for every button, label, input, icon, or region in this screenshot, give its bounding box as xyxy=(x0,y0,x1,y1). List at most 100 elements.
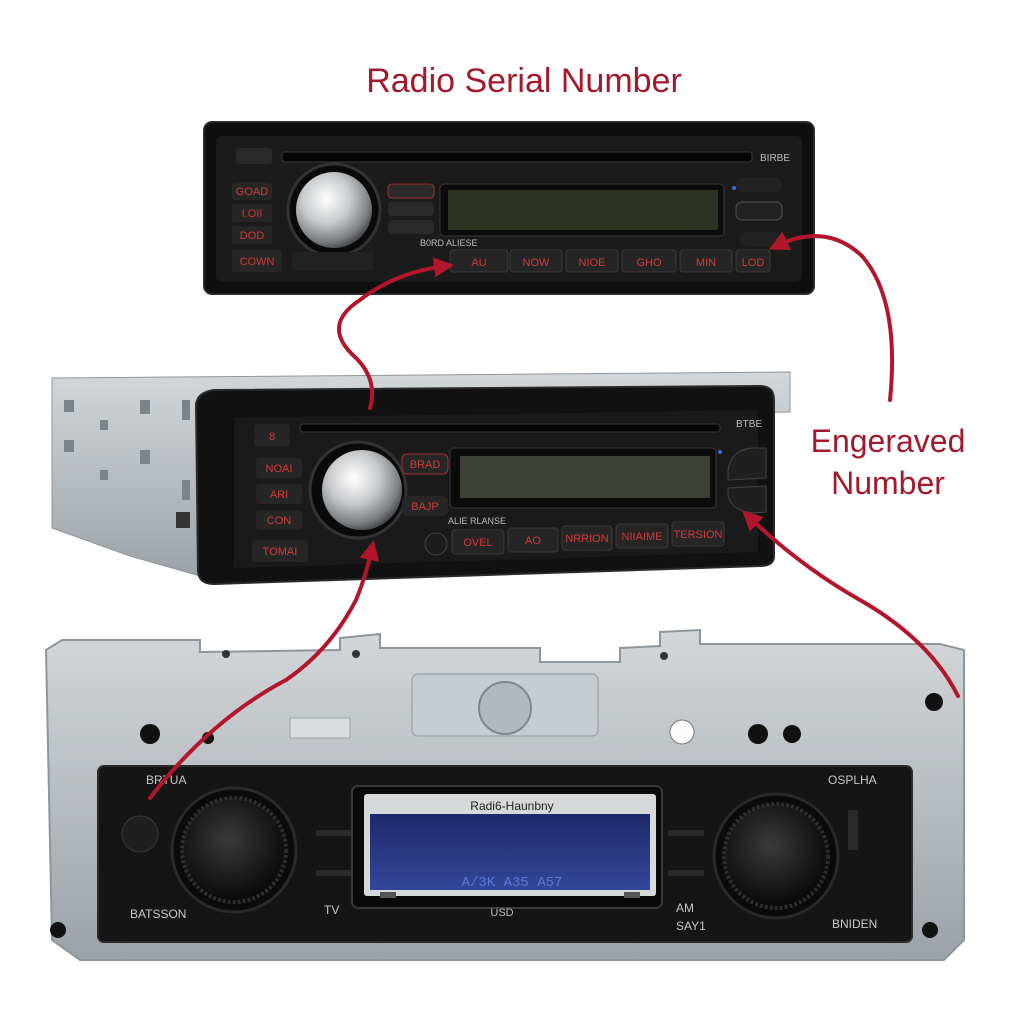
eject-button[interactable] xyxy=(236,148,272,164)
top-left-button-label: DOD xyxy=(240,230,265,242)
top-bottom-button-label: GHO xyxy=(636,257,662,269)
top-bottom-button[interactable] xyxy=(565,249,619,273)
middle-radio-unit: BTBE 8 NOAI ARI CON TOMAI BRAD BAJP ALIE… xyxy=(51,371,791,586)
middle-left-button[interactable] xyxy=(256,510,302,530)
middle-badge: BTBE xyxy=(736,419,762,430)
center-logo: USD xyxy=(490,907,513,919)
bottom-right-slot xyxy=(848,810,858,850)
indicator-light xyxy=(732,186,736,190)
arrow-to-top-right xyxy=(768,231,895,402)
middle-bottom-button-label: NIIAIME xyxy=(622,531,663,543)
top-right-button[interactable] xyxy=(740,232,780,246)
top-radio-unit: BIRBE GOAD I.OII DOD COWN B0RD ALIESE xyxy=(203,121,815,295)
middle-round-button[interactable] xyxy=(424,532,448,556)
bottom-top-right-text: OSPLHA xyxy=(828,773,877,787)
top-preset-strip[interactable] xyxy=(292,252,374,270)
chassis-holes xyxy=(64,400,190,528)
middle-side-button[interactable] xyxy=(401,453,449,475)
middle-bottom-buttons: OVEL AO NRRION NIIAIME TERSION xyxy=(451,521,725,555)
middle-left-button-label: TOMAI xyxy=(263,546,298,558)
bottom-small-button[interactable] xyxy=(316,830,352,836)
top-bottom-button-label: NIOE xyxy=(579,257,606,269)
chassis-slot xyxy=(289,717,351,739)
middle-top-button[interactable] xyxy=(254,424,290,446)
right-knob[interactable] xyxy=(722,802,830,910)
top-small-button[interactable] xyxy=(388,202,434,216)
cd-slot xyxy=(299,423,721,433)
bottom-small-left-text: TV xyxy=(324,903,339,917)
middle-side-button-label: BRAD xyxy=(410,459,441,471)
volume-knob[interactable] xyxy=(322,450,402,530)
bottom-small-button[interactable] xyxy=(316,870,352,876)
bottom-small-button[interactable] xyxy=(668,870,704,876)
arrow-to-middle-right xyxy=(742,510,960,698)
top-left-button[interactable] xyxy=(232,204,272,222)
display-tick xyxy=(380,892,396,898)
bottom-display-title: Radi6-Haunbny xyxy=(470,799,553,813)
middle-bottom-button-label: AO xyxy=(525,535,541,547)
top-left-button-label: I.OII xyxy=(242,208,263,220)
top-small-button[interactable] xyxy=(387,183,435,199)
bottom-small-right-bottom-text: SAY1 xyxy=(676,919,706,933)
cd-slot xyxy=(281,151,753,163)
middle-bottom-button-label: OVEL xyxy=(463,537,492,549)
middle-left-button-label: NOAI xyxy=(266,463,293,475)
top-left-button[interactable] xyxy=(232,182,272,200)
annotation-arrows xyxy=(148,231,960,800)
top-display-caption: B0RD ALIESE xyxy=(420,238,478,248)
top-bottom-button[interactable] xyxy=(679,249,733,273)
bottom-lcd-display xyxy=(370,814,650,890)
top-left-buttons: GOAD I.OII DOD COWN xyxy=(232,182,282,272)
middle-bottom-button[interactable] xyxy=(615,523,669,549)
middle-left-button[interactable] xyxy=(256,458,302,478)
bottom-bottom-right-text: BNIDEN xyxy=(832,917,877,931)
top-badge: BIRBE xyxy=(760,153,790,164)
middle-left-button[interactable] xyxy=(252,540,308,562)
display-tick xyxy=(624,892,640,898)
middle-right-button[interactable] xyxy=(727,447,767,481)
top-bottom-button-label: AU xyxy=(471,257,486,269)
middle-bottom-button-label: NRRION xyxy=(565,533,608,545)
mounting-hole xyxy=(478,681,532,735)
bottom-radio-unit: BRTUA OSPLHA BATSSON BNIDEN TV AM SAY1 R… xyxy=(44,628,965,961)
top-small-button[interactable] xyxy=(388,220,434,234)
top-bottom-button[interactable] xyxy=(735,249,771,273)
top-left-button[interactable] xyxy=(232,226,272,244)
top-bottom-button[interactable] xyxy=(621,249,677,273)
middle-display-caption: ALIE RLANSE xyxy=(448,516,506,526)
top-right-button[interactable] xyxy=(736,178,782,192)
left-knob[interactable] xyxy=(180,796,288,904)
middle-side-button[interactable] xyxy=(402,496,448,516)
top-bottom-button-label: LOD xyxy=(742,257,765,269)
top-lcd-display xyxy=(448,190,718,230)
middle-side-button-label: BAJP xyxy=(411,501,439,513)
top-bottom-button[interactable] xyxy=(509,249,563,273)
middle-lcd-display xyxy=(460,456,710,498)
bottom-small-button[interactable] xyxy=(668,830,704,836)
title-label: Radio Serial Number xyxy=(366,62,682,100)
side-label-line1: Engeraved xyxy=(811,423,966,459)
top-left-button[interactable] xyxy=(232,250,282,272)
arrow-to-middle-knob xyxy=(148,540,380,800)
middle-bottom-button[interactable] xyxy=(507,527,559,553)
middle-left-button-label: ARI xyxy=(270,489,288,501)
middle-bottom-button[interactable] xyxy=(671,521,725,547)
volume-knob[interactable] xyxy=(296,172,372,248)
bottom-bottom-left-text: BATSSON xyxy=(130,907,186,921)
bottom-display-digits: A/3K A35 A57 xyxy=(462,875,563,891)
bottom-power-button[interactable] xyxy=(121,815,159,853)
top-right-button[interactable] xyxy=(735,201,783,221)
middle-top-button-label: 8 xyxy=(269,431,275,443)
top-left-button-label: GOAD xyxy=(236,186,268,198)
middle-left-button[interactable] xyxy=(256,484,302,504)
arrow-to-top-unit xyxy=(337,257,454,410)
indicator-light xyxy=(718,450,722,454)
top-bottom-buttons: AU NOW NIOE GHO MIN LOD xyxy=(449,249,771,273)
middle-bottom-button[interactable] xyxy=(561,525,613,551)
side-label-line2: Number xyxy=(831,465,945,501)
bottom-small-right-text: AM xyxy=(676,901,694,915)
middle-bottom-button[interactable] xyxy=(451,529,505,555)
top-left-button-label: COWN xyxy=(240,256,275,268)
middle-bottom-button-label: TERSION xyxy=(674,529,723,541)
